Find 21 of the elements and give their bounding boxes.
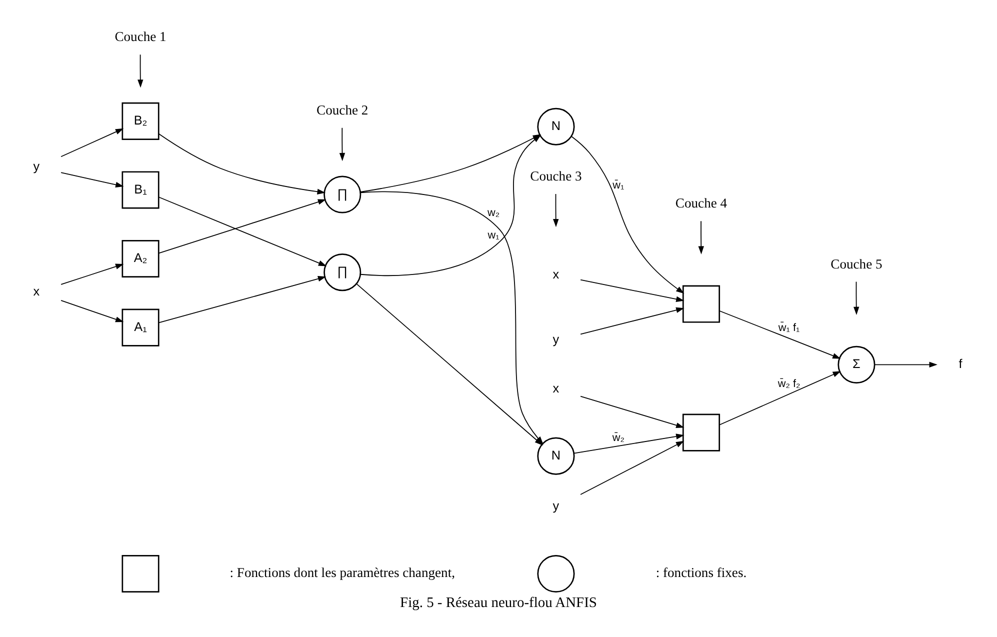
node-text: x: [552, 267, 560, 282]
edge-label: w₁: [488, 229, 500, 242]
node-text: Couche 4: [675, 196, 728, 211]
node-text: Couche 3: [530, 168, 582, 184]
edge-label: w̄₁: [612, 180, 624, 192]
node-text: y: [33, 160, 40, 174]
edge-label: w̄₁ f₁: [778, 322, 800, 334]
caption: Fig. 5 - Réseau neuro-flou ANFIS: [400, 595, 597, 612]
legend-label: : Fonctions dont les paramètres changent,: [230, 564, 455, 580]
node-text: x: [552, 381, 560, 396]
node-text: y: [552, 499, 560, 514]
node-text: y: [552, 332, 560, 347]
node-text: Couche 1: [114, 29, 166, 44]
node-text: x: [33, 284, 40, 299]
edge-label: w₂: [487, 206, 500, 219]
node-text: Couche 5: [830, 256, 882, 272]
edge-label: w̄₂: [612, 432, 624, 444]
edge-label: w̄₂ f₂: [778, 378, 800, 390]
legend-label: : fonctions fixes.: [656, 564, 747, 580]
node-text: f: [958, 357, 962, 372]
node-text: Couche 2: [316, 102, 368, 118]
